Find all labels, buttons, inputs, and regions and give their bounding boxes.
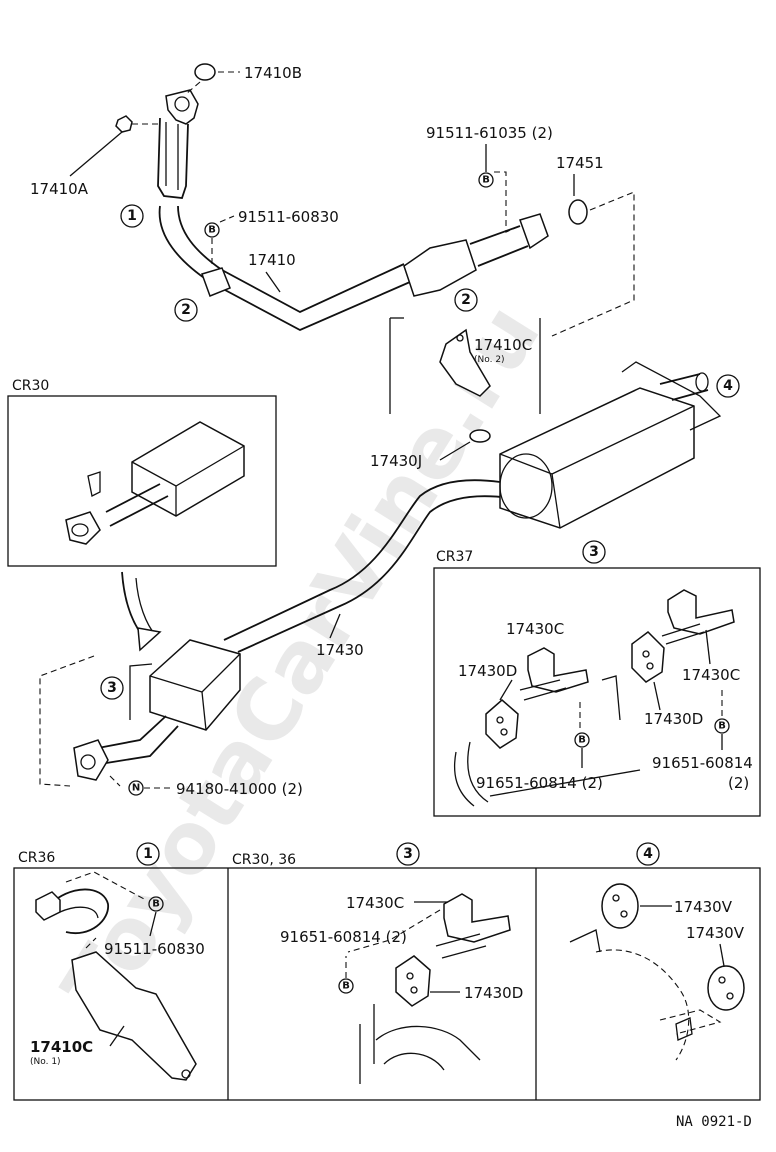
svg-text:2: 2 — [181, 302, 191, 318]
cr37-hangers — [453, 589, 735, 807]
callout-3-cr30-36 — [396, 842, 420, 866]
bottom-detail-frame — [13, 867, 761, 1101]
nut-n-icon — [128, 780, 144, 796]
gasket-17430J-icon — [469, 429, 491, 443]
callout-4-bottom — [636, 842, 660, 866]
section-cr30-36: CR30, 36 — [232, 852, 296, 868]
front-exhaust-pipe — [157, 89, 549, 331]
svg-text:2: 2 — [461, 292, 471, 308]
callout-1-cr36 — [136, 842, 160, 866]
label-cr37-91651-a: 91651-60814 (2) — [476, 774, 603, 792]
label-17430: 17430 — [316, 641, 364, 659]
bolt-b-icon-mid — [338, 978, 354, 994]
label-cr37-91651-b: 91651-60814 — [652, 754, 753, 772]
svg-text:B: B — [342, 981, 350, 992]
label-no2: (No. 2) — [474, 355, 505, 365]
svg-text:3: 3 — [403, 846, 413, 862]
label-17410B: 17410B — [244, 64, 302, 82]
label-17451: 17451 — [556, 154, 604, 172]
gasket-17451-icon — [568, 199, 588, 225]
gasket-17410B-icon — [194, 63, 216, 81]
cr30-muffler-detail — [65, 421, 245, 545]
label-17410: 17410 — [248, 251, 296, 269]
section-cr37: CR37 — [436, 549, 473, 565]
label-mid-91651: 91651-60814 (2) — [280, 928, 407, 946]
svg-text:B: B — [482, 175, 490, 186]
label-cr36-91511: 91511-60830 — [104, 940, 205, 958]
svg-text:1: 1 — [127, 208, 137, 224]
bolt-b-icon-1 — [204, 222, 220, 238]
label-17410C-no2: 17410C — [474, 336, 532, 354]
cr30-36-hanger — [347, 893, 511, 1084]
footer-code: NA 0921-D — [676, 1114, 752, 1130]
label-91511-60830-top: 91511-60830 — [238, 208, 339, 226]
svg-text:3: 3 — [107, 680, 117, 696]
tail-pipe-17430 — [73, 361, 722, 781]
callout-3-main — [100, 676, 124, 700]
label-r-17430V-b: 17430V — [686, 924, 745, 942]
label-91511-61035: 91511-61035 (2) — [426, 124, 553, 142]
label-cr37-17430D-b: 17430D — [644, 710, 703, 728]
label-mid-17430C: 17430C — [346, 894, 404, 912]
svg-text:3: 3 — [589, 544, 599, 560]
rear-hanger-rubbers — [569, 883, 745, 1061]
cr37-detail-box — [433, 567, 761, 817]
section-cr30-top: CR30 — [12, 378, 49, 394]
bolt-b-icon-2 — [478, 172, 494, 188]
svg-text:B: B — [578, 735, 586, 746]
cr36-clamp-bracket — [35, 871, 197, 1081]
label-no1: (No. 1) — [30, 1057, 61, 1067]
watermark: ToyotaCarVine.ru — [44, 287, 559, 1030]
svg-text:B: B — [152, 899, 160, 910]
cr30-detail-box — [7, 395, 277, 567]
section-cr36: CR36 — [18, 850, 55, 866]
label-cr37-17430C-a: 17430C — [506, 620, 564, 638]
svg-text:B: B — [718, 721, 726, 732]
callout-1-top — [120, 204, 144, 228]
svg-text:1: 1 — [143, 846, 153, 862]
label-17430J: 17430J — [370, 452, 422, 470]
bolt-b-icon-cr36 — [148, 896, 164, 912]
label-r-17430V-a: 17430V — [674, 898, 733, 916]
svg-text:4: 4 — [643, 846, 653, 862]
callout-2-left — [174, 298, 198, 322]
label-cr37-17430D-a: 17430D — [458, 662, 517, 680]
label-94180-41000: 94180-41000 (2) — [176, 780, 303, 798]
svg-text:N: N — [132, 783, 140, 794]
callout-2-right — [454, 288, 478, 312]
label-17410A: 17410A — [30, 180, 89, 198]
label-cr36-17410C: 17410C — [30, 1038, 93, 1056]
label-mid-17430D: 17430D — [464, 984, 523, 1002]
label-cr37-91651-b-qty: (2) — [728, 774, 749, 792]
svg-text:4: 4 — [723, 378, 733, 394]
callout-3-cr37 — [582, 540, 606, 564]
bracket-17410C-no2 — [389, 317, 541, 414]
bolt-b-icon-cr37-a — [574, 732, 590, 748]
label-cr37-17430C-b: 17430C — [682, 666, 740, 684]
bolt-b-icon-cr37-b — [714, 718, 730, 734]
callout-4-main — [716, 374, 740, 398]
nut-17410A-icon — [115, 115, 133, 133]
svg-text:B: B — [208, 225, 216, 236]
